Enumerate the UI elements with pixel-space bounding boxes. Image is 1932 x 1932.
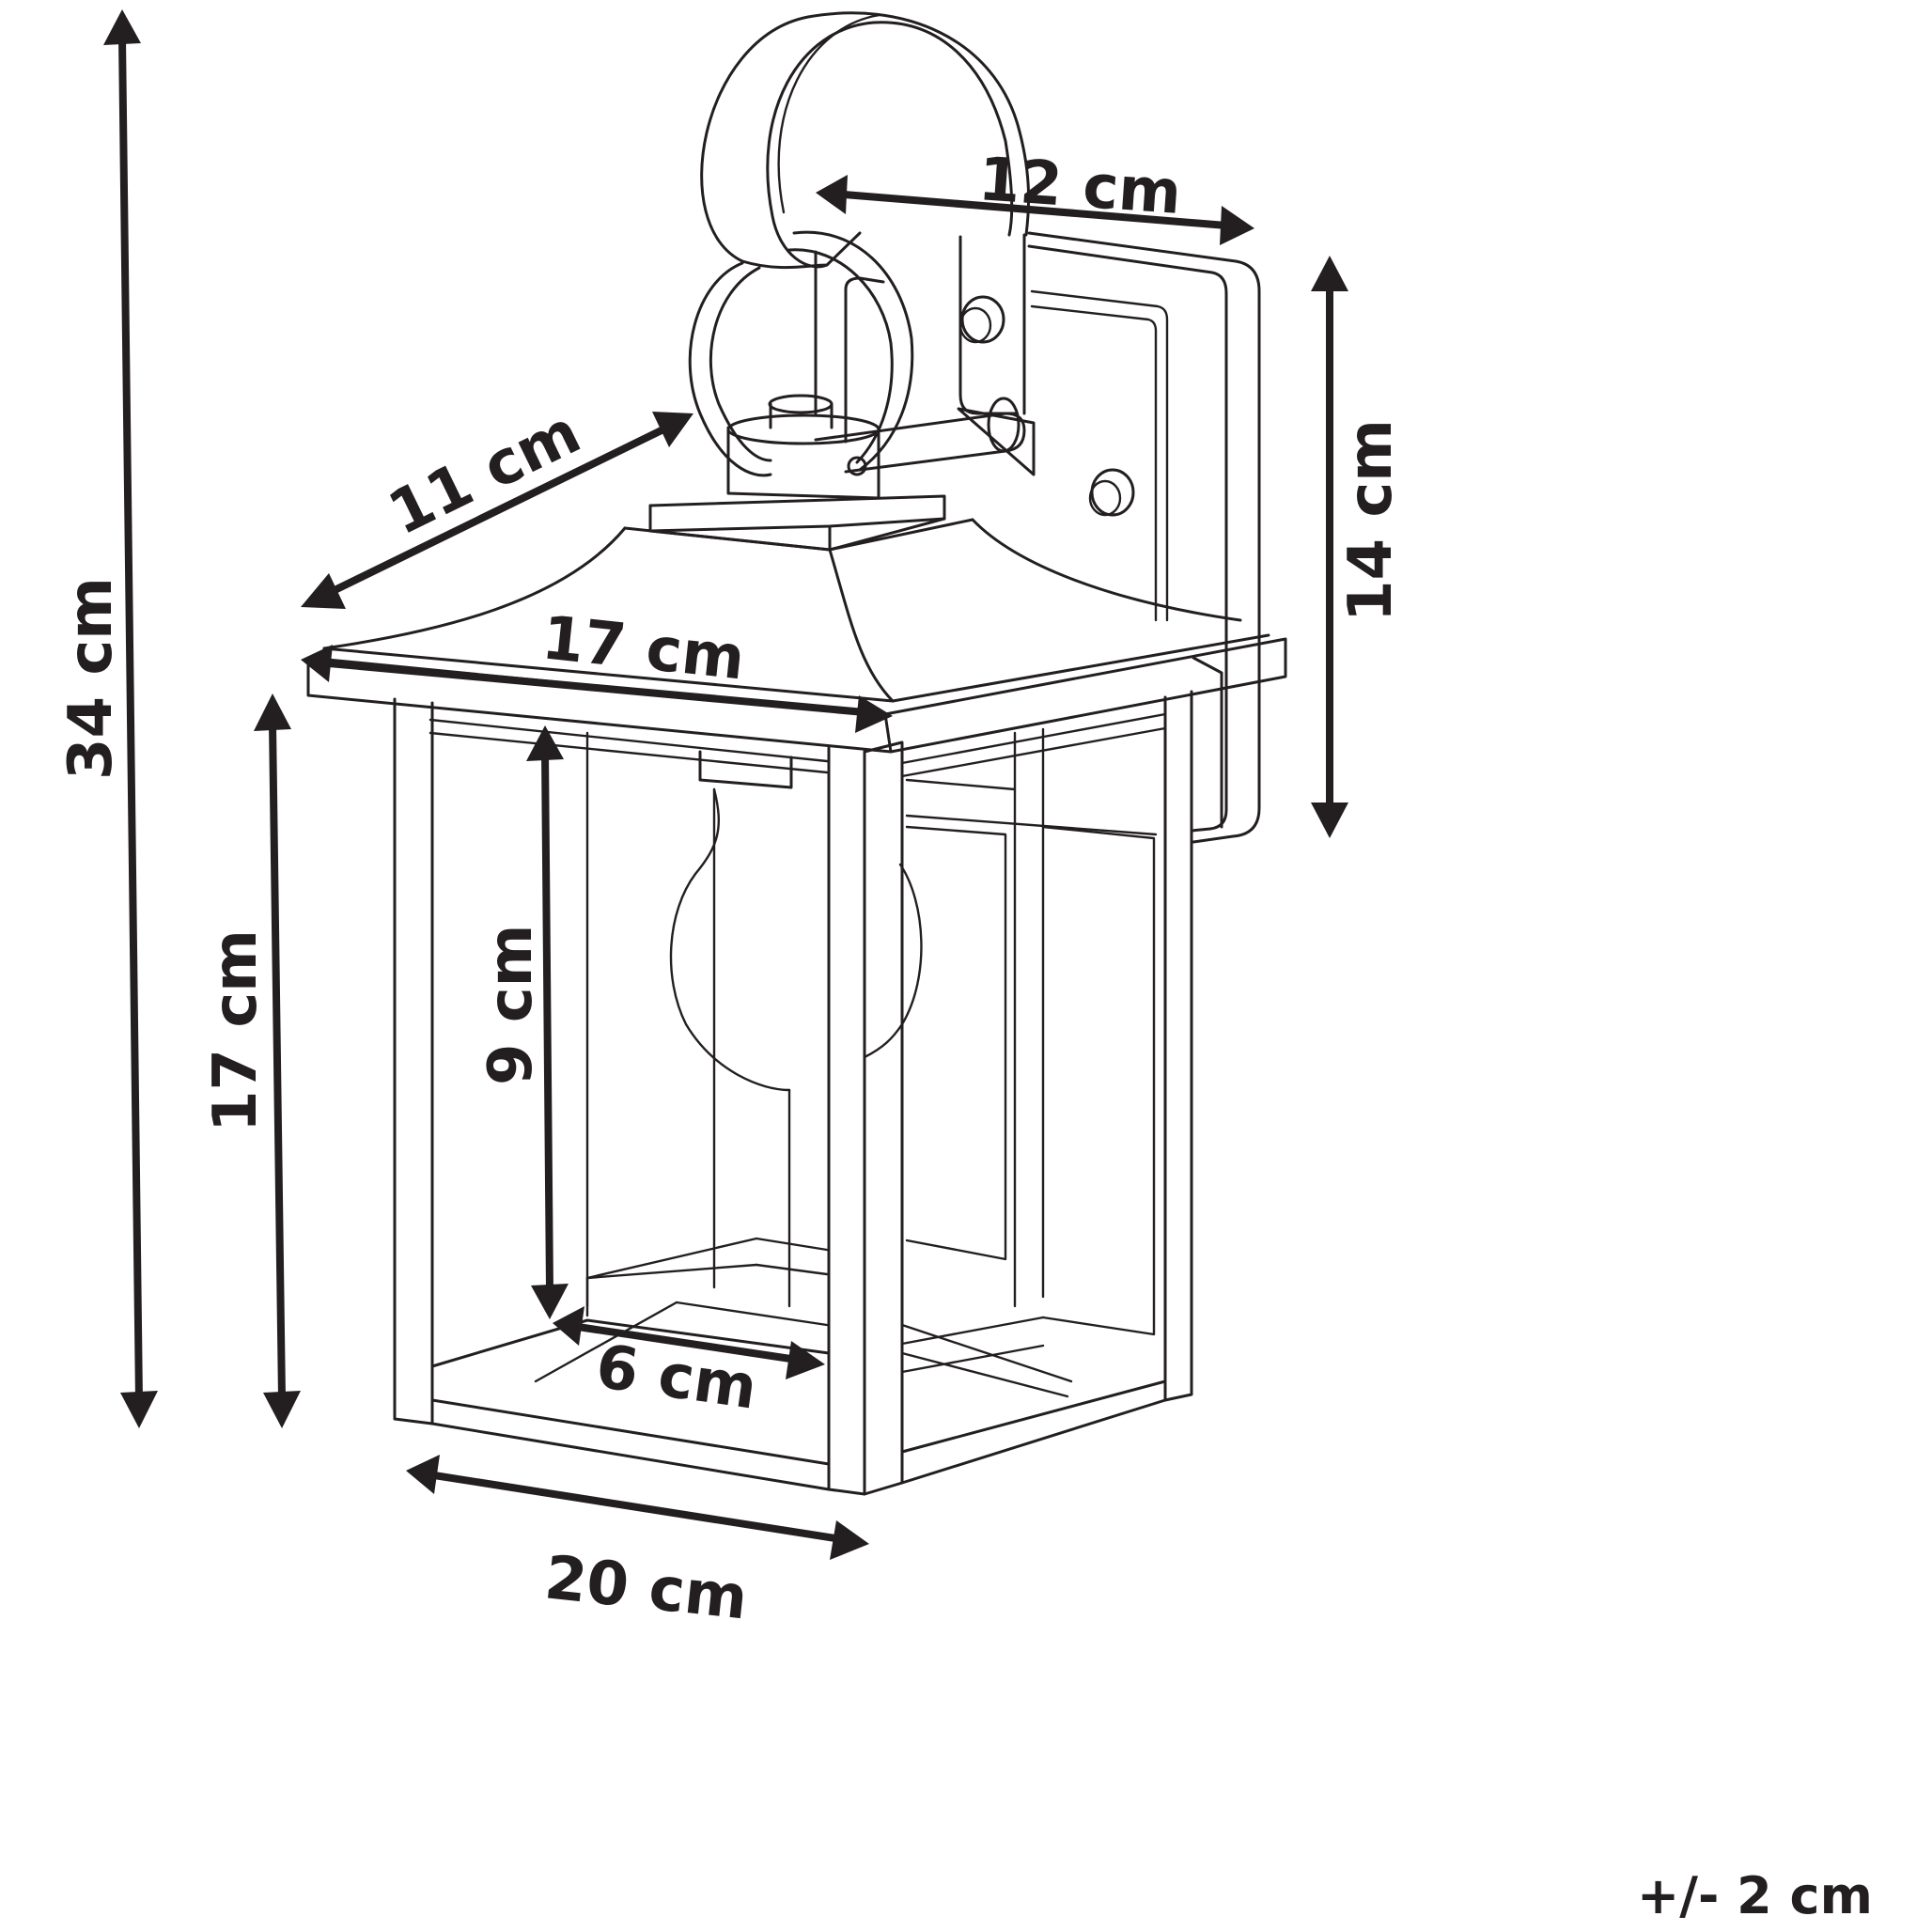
tolerance-note: +/- 2 cm [1637, 1866, 1873, 1925]
dimension-roof-width [301, 645, 893, 733]
label-base-width: 20 cm [541, 1543, 751, 1633]
dimension-inner-width [553, 1306, 825, 1379]
lantern-roof [306, 518, 1287, 754]
label-backplate-height: 14 cm [1336, 419, 1406, 622]
label-roof-width: 17 cm [538, 603, 748, 693]
dimension-body-height [254, 693, 301, 1428]
dimension-arm-length [816, 175, 1254, 245]
light-bulb [669, 750, 923, 1308]
lantern-cap [648, 394, 946, 552]
dimension-base-width [406, 1455, 869, 1560]
hanging-arm [814, 233, 1036, 476]
label-glass-height: 9 cm [476, 925, 546, 1085]
mounting-screw-upper [958, 295, 1005, 344]
label-roof-depth: 11 cm [379, 397, 592, 549]
dimension-backplate-height [1311, 256, 1348, 838]
label-body-height: 17 cm [201, 929, 271, 1132]
dimension-roof-depth [301, 412, 693, 609]
label-arm-length: 12 cm [976, 145, 1184, 228]
dimension-glass-height [526, 725, 569, 1319]
label-inner-width: 6 cm [592, 1332, 761, 1424]
mounting-screw-lower [1088, 468, 1135, 517]
wall-backplate [1027, 231, 1261, 844]
label-total-height: 34 cm [56, 577, 126, 780]
lantern-body-frame [393, 690, 1193, 1496]
dimension-total-height [103, 9, 158, 1428]
scroll-hook [700, 11, 1031, 270]
